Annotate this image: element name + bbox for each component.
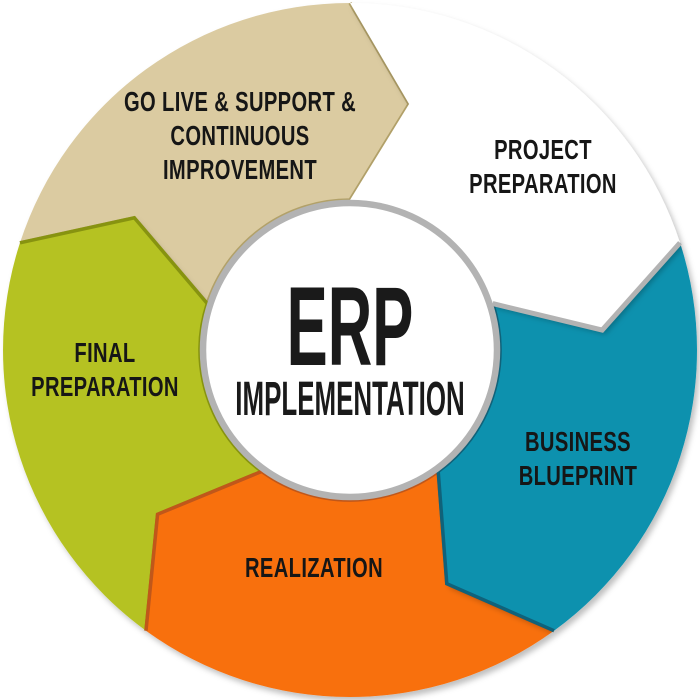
segment-shape-business-blueprint [438,242,697,631]
segment-edge-project-preparation [492,241,682,333]
center-circle [199,199,501,501]
segment-shape-final-preparation [3,217,262,631]
segment-shape-project-preparation [350,3,680,331]
segment-shape-go-live-support [20,3,410,304]
segment-shape-realization [146,471,554,697]
